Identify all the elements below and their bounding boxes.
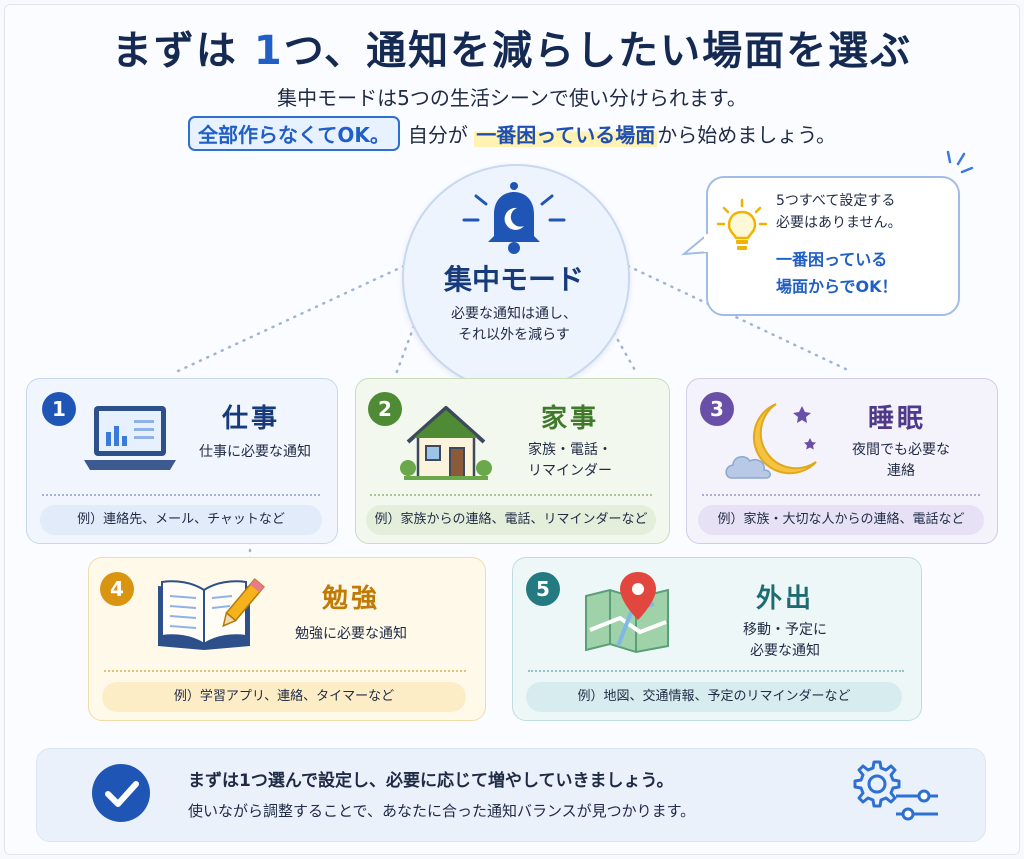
card-work-title: 仕事 bbox=[221, 404, 280, 434]
focus-mode-desc: 必要な通知は通し、それ以外を減らす bbox=[451, 306, 577, 343]
card-housework-badge: 2 bbox=[368, 392, 402, 426]
gear-sliders-icon bbox=[853, 760, 938, 821]
card-going-out-badge: 5 bbox=[526, 572, 560, 606]
card-work-example: 例）連絡先、メール、チャットなど bbox=[40, 505, 322, 535]
card-sleep-badge: 3 bbox=[700, 392, 734, 426]
bubble-tail-cover bbox=[704, 234, 710, 252]
card-housework-divider bbox=[370, 494, 652, 496]
card-sleep-divider bbox=[702, 494, 980, 496]
sparkle-lines-icon bbox=[946, 150, 974, 174]
card-going-out-title: 外出 bbox=[755, 584, 814, 614]
focus-mode-title: 集中モード bbox=[443, 263, 584, 296]
card-work-desc: 仕事に必要な通知 bbox=[199, 444, 311, 460]
bubble-emphasis: 一番困っている場面からでOK！ bbox=[776, 250, 898, 296]
card-housework-title: 家事 bbox=[540, 404, 599, 434]
map-pin-icon bbox=[585, 572, 669, 654]
bubble-tail bbox=[680, 233, 711, 256]
card-going-out-desc: 移動・予定に必要な通知 bbox=[743, 622, 827, 659]
card-housework-desc: 家族・電話・リマインダー bbox=[528, 442, 612, 479]
card-study-divider bbox=[104, 670, 466, 672]
lightbulb-icon bbox=[716, 198, 768, 250]
card-sleep-title: 睡眠 bbox=[867, 404, 926, 434]
card-study-desc: 勉強に必要な通知 bbox=[295, 626, 407, 642]
bottom-message-line-2: 使いながら調整することで、あなたに合った通知バランスが見つかります。 bbox=[188, 802, 696, 820]
card-study-badge: 4 bbox=[100, 572, 134, 606]
tip-bubble bbox=[706, 176, 960, 316]
card-going-out-divider bbox=[528, 670, 904, 672]
subtitle-line-2: 全部作らなくてOK。自分が 一番困っている場面から始めましょう。 bbox=[0, 116, 1024, 151]
card-study-example: 例）学習アプリ、連絡、タイマーなど bbox=[102, 682, 466, 712]
card-sleep-desc: 夜間でも必要な連絡 bbox=[852, 442, 950, 479]
check-badge bbox=[92, 764, 150, 822]
house-icon bbox=[400, 406, 492, 480]
card-work-divider bbox=[42, 494, 320, 496]
laptop-chart-icon bbox=[84, 406, 176, 470]
card-work-badge: 1 bbox=[42, 392, 76, 426]
book-pencil-icon bbox=[158, 578, 265, 650]
bubble-note: 5つすべて設定する必要はありません。 bbox=[776, 193, 902, 231]
card-sleep-example: 例）家族・大切な人からの連絡、電話など bbox=[698, 505, 984, 535]
bell-moon-icon bbox=[462, 182, 566, 254]
check-icon bbox=[105, 781, 139, 807]
page-title: まずは 1つ、通知を減らしたい場面を選ぶ bbox=[111, 28, 913, 74]
highlight-text: 一番困っている場面 bbox=[474, 123, 658, 147]
card-going-out-example: 例）地図、交通情報、予定のリマインダーなど bbox=[526, 682, 902, 712]
subtitle-line-1: 集中モードは5つの生活シーンで使い分けられます。 bbox=[277, 86, 747, 110]
no-need-all-pill: 全部作らなくてOK。 bbox=[187, 116, 400, 151]
card-housework-example: 例）家族からの連絡、電話、リマインダーなど bbox=[366, 505, 656, 535]
bottom-banner bbox=[36, 748, 986, 842]
moon-cloud-icon bbox=[725, 403, 817, 479]
bottom-message-line-1: まずは1つ選んで設定し、必要に応じて増やしていきましょう。 bbox=[188, 771, 674, 791]
card-study-title: 勉強 bbox=[321, 584, 380, 614]
